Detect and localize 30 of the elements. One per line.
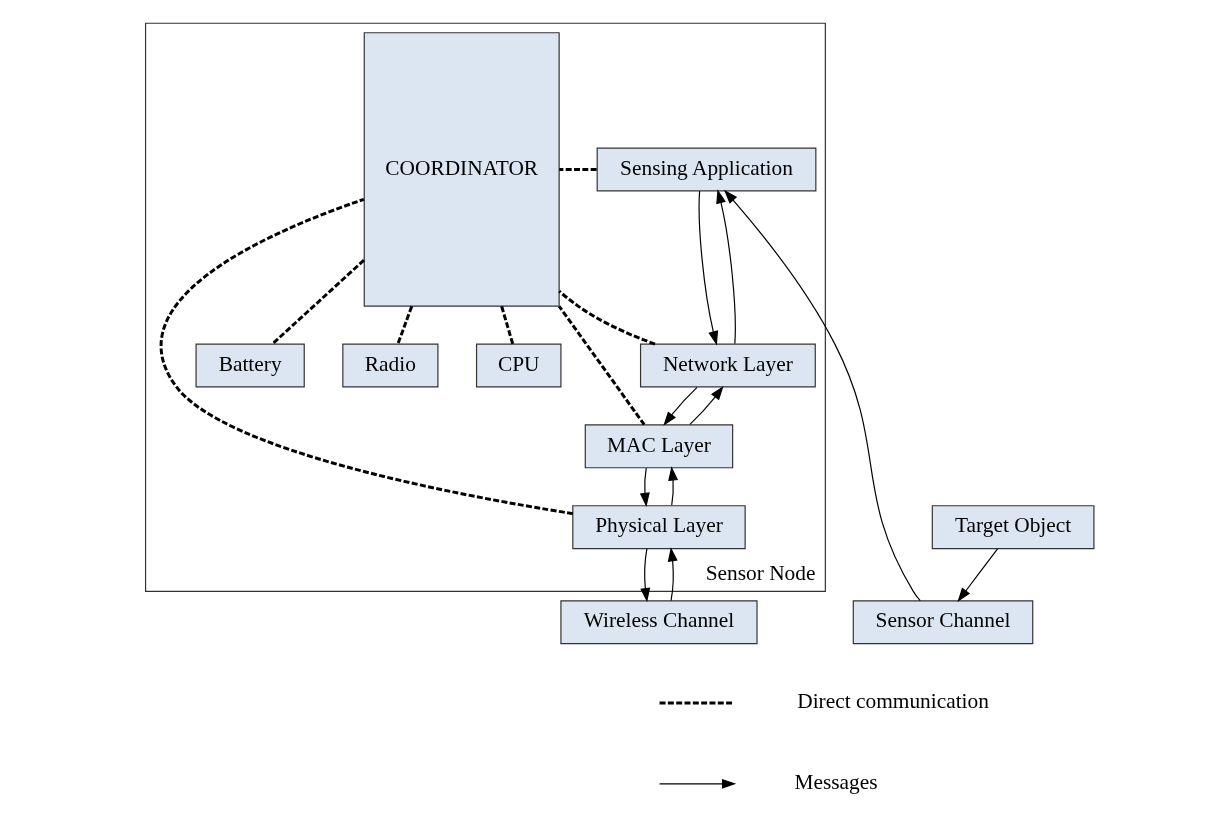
connector	[558, 289, 656, 345]
arrow	[698, 189, 719, 345]
node-box: Radio	[342, 343, 439, 387]
node-box: Sensor Channel	[852, 599, 1034, 644]
arrow	[957, 547, 999, 602]
node-box: MAC Layer	[584, 423, 734, 468]
node-box: CPU	[475, 343, 562, 387]
arrow	[663, 386, 698, 426]
node-box: Sensing Application	[596, 146, 817, 191]
arrow	[668, 465, 679, 506]
connector	[559, 167, 597, 171]
arrow	[667, 546, 678, 601]
node-box: Wireless Channel	[560, 599, 758, 644]
arrow	[716, 188, 736, 344]
legend-label: Direct communication	[797, 688, 989, 713]
arrow	[724, 189, 921, 601]
connector	[396, 305, 414, 344]
arrow	[689, 385, 724, 425]
node-box: Target Object	[931, 504, 1095, 549]
connector	[271, 258, 365, 345]
node-box: COORDINATOR	[363, 31, 560, 307]
node-box: Network Layer	[639, 343, 816, 387]
node-box: Battery	[195, 343, 305, 387]
arrow	[639, 467, 650, 507]
connector	[500, 305, 515, 344]
connector	[557, 304, 646, 426]
legend-label: Messages	[794, 769, 878, 794]
arrow	[640, 547, 651, 602]
connector	[159, 197, 574, 515]
node-box: Physical Layer	[572, 504, 746, 549]
